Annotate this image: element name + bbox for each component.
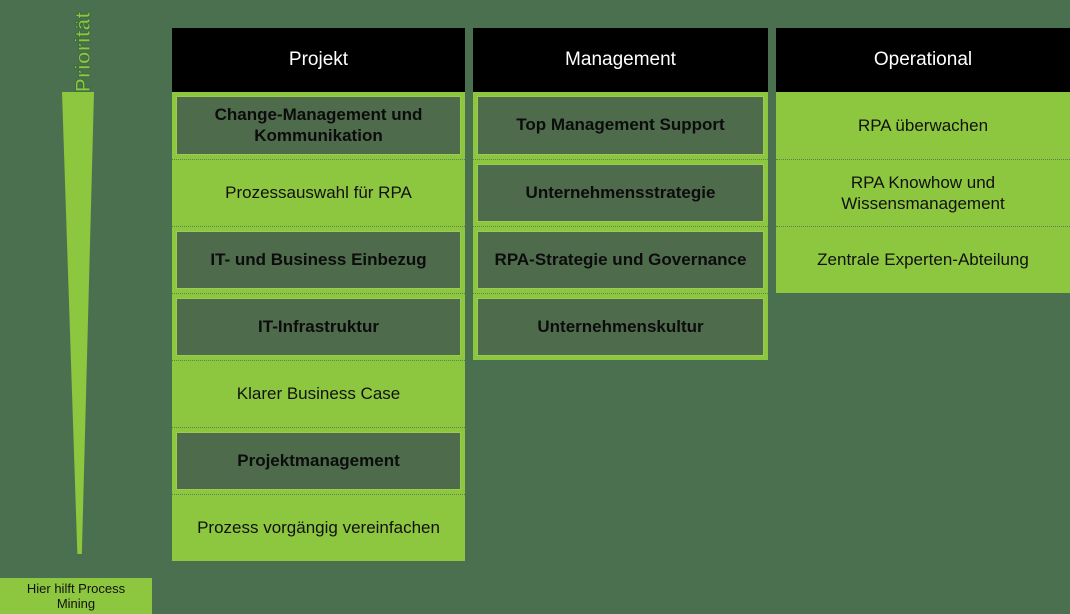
- item-rpa-strategie-und-governance[interactable]: RPA-Strategie und Governance: [473, 226, 768, 293]
- factor-matrix: Projekt Change-Management und Kommunikat…: [172, 28, 1070, 561]
- item-zentrale-experten-abteilung[interactable]: Zentrale Experten-Abteilung: [776, 226, 1070, 293]
- item-label: IT-Infrastruktur: [176, 298, 461, 356]
- item-rpa-ueberwachen[interactable]: RPA überwachen: [776, 92, 1070, 159]
- item-prozess-vorgaengig-vereinfachen[interactable]: Prozess vorgängig vereinfachen: [172, 494, 465, 561]
- priority-arrow-icon: [62, 92, 94, 554]
- column-projekt: Projekt Change-Management und Kommunikat…: [172, 28, 465, 561]
- item-label: RPA-Strategie und Governance: [477, 231, 764, 289]
- item-projektmanagement[interactable]: Projektmanagement: [172, 427, 465, 494]
- item-rpa-knowhow-und-wissensmanagement[interactable]: RPA Knowhow und Wissensmanagement: [776, 159, 1070, 226]
- item-unternehmenskultur[interactable]: Unternehmenskultur: [473, 293, 768, 360]
- column-header-management: Management: [473, 28, 768, 92]
- column-header-operational: Operational: [776, 28, 1070, 92]
- column-projekt-items: Change-Management und Kommunikation Proz…: [172, 92, 465, 561]
- column-management-items: Top Management Support Unternehmensstrat…: [473, 92, 768, 360]
- item-unternehmensstrategie[interactable]: Unternehmensstrategie: [473, 159, 768, 226]
- priority-axis: Priorität: [52, 0, 112, 570]
- item-it-und-business-einbezug[interactable]: IT- und Business Einbezug: [172, 226, 465, 293]
- item-label: Unternehmenskultur: [477, 298, 764, 356]
- column-management: Management Top Management Support Untern…: [473, 28, 768, 360]
- column-operational: Operational RPA überwachen RPA Knowhow u…: [776, 28, 1070, 293]
- item-label: Change-Management und Kommunikation: [176, 96, 461, 155]
- item-prozessauswahl-fuer-rpa[interactable]: Prozessauswahl für RPA: [172, 159, 465, 226]
- item-top-management-support[interactable]: Top Management Support: [473, 92, 768, 159]
- item-label: Unternehmensstrategie: [477, 164, 764, 222]
- item-label: Projektmanagement: [176, 432, 461, 490]
- column-operational-items: RPA überwachen RPA Knowhow und Wissensma…: [776, 92, 1070, 293]
- column-header-projekt: Projekt: [172, 28, 465, 92]
- item-it-infrastruktur[interactable]: IT-Infrastruktur: [172, 293, 465, 360]
- item-label: IT- und Business Einbezug: [176, 231, 461, 289]
- priority-axis-label: Priorität: [72, 11, 96, 93]
- process-mining-note: Hier hilft Process Mining: [0, 578, 152, 614]
- item-change-management-und-kommunikation[interactable]: Change-Management und Kommunikation: [172, 92, 465, 159]
- item-label: Top Management Support: [477, 96, 764, 155]
- item-klarer-business-case[interactable]: Klarer Business Case: [172, 360, 465, 427]
